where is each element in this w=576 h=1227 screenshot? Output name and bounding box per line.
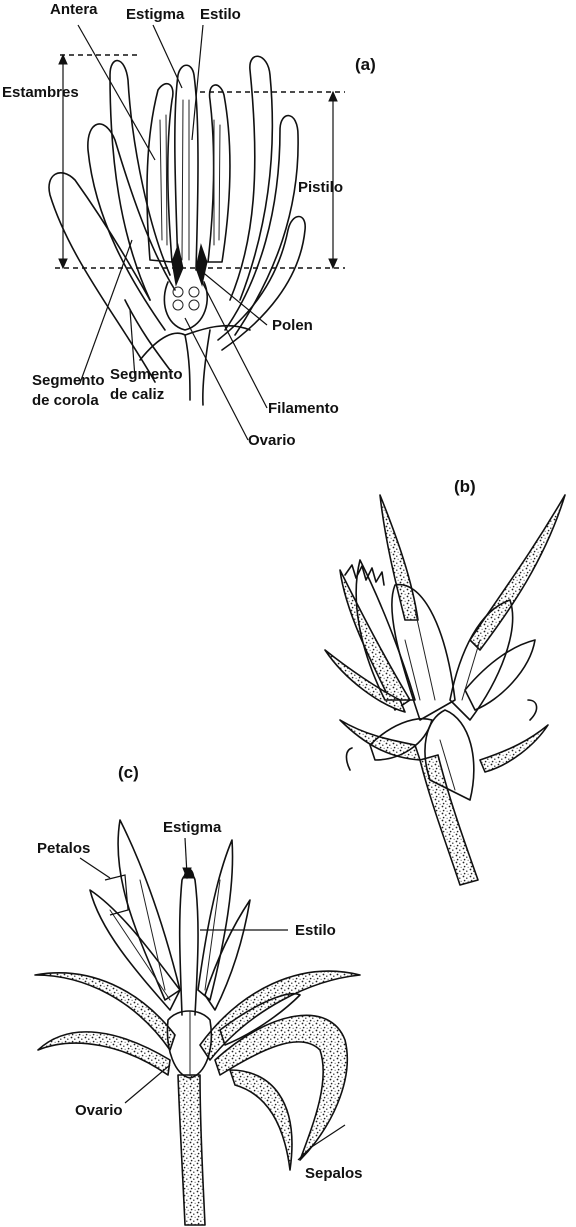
corolla-segment-right bbox=[230, 56, 272, 300]
sepal-b-2 bbox=[380, 495, 418, 620]
anther-left bbox=[147, 84, 173, 262]
panel-c-tag: (c) bbox=[118, 763, 139, 782]
pollen-mass-right bbox=[196, 245, 207, 285]
sepal-c-right-curl bbox=[215, 1015, 347, 1160]
ovary bbox=[164, 282, 207, 330]
label-estilo-a: Estilo bbox=[200, 6, 241, 23]
sepal-b-3 bbox=[470, 495, 565, 650]
label-antera: Antera bbox=[50, 1, 98, 18]
label-estigma-c: Estigma bbox=[163, 819, 222, 836]
label-petalos: Petalos bbox=[37, 840, 90, 857]
label-filamento: Filamento bbox=[268, 400, 339, 417]
panel-b-tag: (b) bbox=[454, 477, 476, 496]
sepal-b-5 bbox=[340, 720, 420, 760]
label-estambres: Estambres bbox=[2, 84, 79, 101]
label-estigma-a: Estigma bbox=[126, 6, 185, 23]
label-ovario-a: Ovario bbox=[248, 432, 296, 449]
label-segmento-corola-line1: Segmento bbox=[32, 372, 105, 389]
panel-b-drawing bbox=[325, 495, 565, 885]
sepal-c-left-lower bbox=[38, 1032, 170, 1075]
label-estilo-c: Estilo bbox=[295, 922, 336, 939]
label-pistilo: Pistilo bbox=[298, 179, 343, 196]
pistil bbox=[175, 65, 198, 270]
label-segmento-corola-line2: de corola bbox=[32, 392, 99, 409]
petal-b-4 bbox=[465, 640, 535, 710]
petal-c-3 bbox=[198, 840, 233, 1000]
stem-c bbox=[178, 1075, 205, 1225]
panel-a-tag: (a) bbox=[355, 55, 376, 74]
label-ovario-c: Ovario bbox=[75, 1102, 123, 1119]
pistil-c bbox=[180, 874, 198, 1015]
sepal-b-4 bbox=[480, 725, 548, 772]
sepal-c-right-lower bbox=[230, 1070, 292, 1170]
pollen-mass-left bbox=[172, 245, 183, 285]
label-segmento-caliz-line2: de caliz bbox=[110, 386, 164, 403]
label-segmento-caliz-line1: Segmento bbox=[110, 366, 183, 383]
corolla-segment-left-outer bbox=[49, 173, 155, 382]
label-polen: Polen bbox=[272, 317, 313, 334]
label-sepalos: Sepalos bbox=[305, 1165, 363, 1182]
